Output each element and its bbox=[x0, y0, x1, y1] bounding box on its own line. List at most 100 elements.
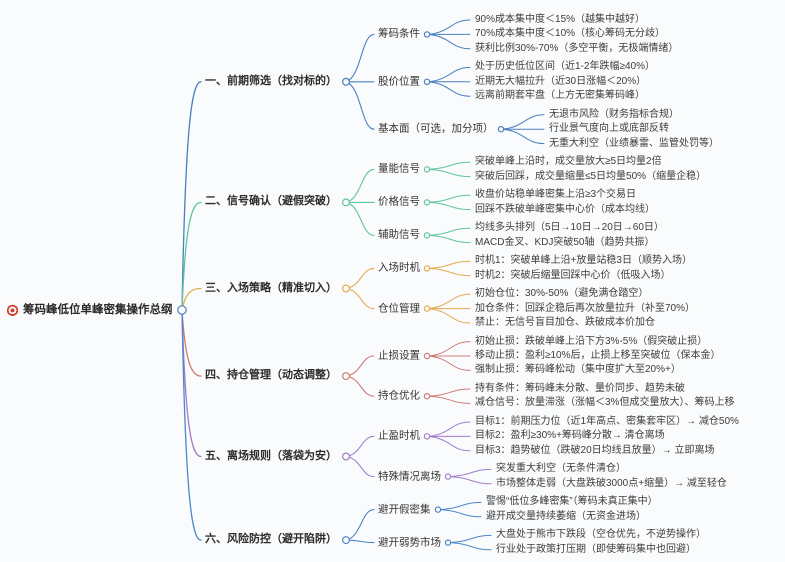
link-curve bbox=[345, 509, 375, 541]
leaf-label[interactable]: 回踩不跌破单峰密集中心价（成本均线） bbox=[475, 203, 655, 215]
leaf-label[interactable]: 收盘价站稳单峰密集上沿≥3个交易日 bbox=[475, 188, 637, 200]
branch-label[interactable]: 二、信号确认（避假突破） bbox=[205, 195, 337, 208]
collapse-toggle-icon[interactable] bbox=[342, 77, 351, 86]
collapse-toggle-icon[interactable] bbox=[342, 198, 351, 207]
link-curve bbox=[426, 388, 471, 397]
leaf-label[interactable]: 目标2：盈利≥30%+筹码峰分散→ 清仓离场 bbox=[475, 430, 665, 442]
collapse-toggle-icon[interactable] bbox=[342, 372, 351, 381]
collapse-toggle-icon[interactable] bbox=[342, 536, 351, 545]
link-curve bbox=[426, 168, 471, 178]
leaf-label[interactable]: 初始仓位：30%-50%（避免满仓踏空） bbox=[475, 287, 649, 299]
collapse-toggle-icon[interactable] bbox=[423, 393, 431, 400]
collapse-toggle-icon[interactable] bbox=[423, 433, 431, 440]
leaf-label[interactable]: 获利比例30%-70%（多空平衡，无极端情绪） bbox=[475, 42, 679, 54]
link-curve bbox=[426, 293, 471, 310]
leaf-label[interactable]: 时机1：突破单峰上沿+放量站稳3日（顺势入场） bbox=[475, 254, 692, 266]
link-curve bbox=[437, 509, 482, 518]
leaf-label[interactable]: 无重大利空（业绩暴雷、监管处罚等） bbox=[549, 137, 719, 149]
link-curve bbox=[345, 33, 375, 83]
leaf-label[interactable]: 避开成交量持续萎缩（无资金进场） bbox=[486, 510, 646, 522]
branch-label[interactable]: 五、离场规则（落袋为安） bbox=[205, 449, 337, 462]
link-curve bbox=[426, 81, 471, 97]
leaf-label[interactable]: 目标3：趋势破位（跌破20日均线且放量）→ 立即离场 bbox=[475, 444, 715, 456]
collapse-toggle-icon[interactable] bbox=[497, 125, 505, 133]
collapse-toggle-icon[interactable] bbox=[423, 265, 431, 272]
leaf-label[interactable]: 时机2：突破后缩量回踩中心价（低吸入场） bbox=[475, 269, 671, 281]
link-curve bbox=[181, 309, 202, 458]
subtopic-label[interactable]: 基本面（可选，加分项） bbox=[378, 122, 494, 135]
subtopic-label[interactable]: 辅助信号 bbox=[378, 228, 420, 241]
link-curve bbox=[426, 19, 471, 35]
leaf-label[interactable]: 突发重大利空（无条件清仓） bbox=[496, 463, 626, 475]
link-curve bbox=[426, 201, 471, 211]
collapse-toggle-icon[interactable] bbox=[342, 284, 351, 293]
link-curve bbox=[437, 501, 482, 511]
leaf-label[interactable]: 突破后回踩，成交量缩量≤5日均量50%（缩量企稳） bbox=[475, 170, 707, 182]
collapse-toggle-icon[interactable] bbox=[423, 31, 431, 38]
collapse-toggle-icon[interactable] bbox=[444, 539, 452, 546]
link-curve bbox=[426, 161, 471, 170]
collapse-toggle-icon[interactable] bbox=[444, 473, 452, 480]
leaf-label[interactable]: 行业景气度向上或底部反转 bbox=[549, 122, 669, 134]
collapse-toggle-icon[interactable] bbox=[423, 78, 431, 86]
link-curve bbox=[181, 81, 202, 311]
leaf-label[interactable]: 禁止：无信号盲目加仓、跌破成本价加仓 bbox=[475, 316, 655, 328]
subtopic-label[interactable]: 持仓优化 bbox=[378, 389, 420, 402]
collapse-toggle-icon[interactable] bbox=[423, 232, 431, 239]
subtopic-label[interactable]: 筹码条件 bbox=[378, 27, 420, 40]
leaf-label[interactable]: 移动止损：盈利≥10%后，止损上移至突破位（保本金） bbox=[475, 349, 721, 361]
collapse-toggle-icon[interactable] bbox=[423, 352, 431, 360]
leaf-label[interactable]: 目标1：前期压力位（近1年高点、密集套牢区）→ 减仓50% bbox=[475, 415, 739, 427]
leaf-label[interactable]: 警惕“低位多峰密集”（筹码未真正集中） bbox=[486, 496, 658, 508]
collapse-toggle-icon[interactable] bbox=[434, 506, 442, 513]
leaf-label[interactable]: 初始止损：跌破单峰上沿下方3%-5%（假突破止损） bbox=[475, 335, 708, 347]
subtopic-label[interactable]: 特殊情况离场 bbox=[378, 470, 441, 483]
subtopic-label[interactable]: 价格信号 bbox=[378, 195, 420, 208]
target-icon bbox=[6, 303, 19, 317]
leaf-label[interactable]: 远离前期套牢盘（上方无密集筹码峰） bbox=[475, 89, 645, 101]
leaf-label[interactable]: 90%成本集中度＜15%（越集中越好） bbox=[475, 13, 646, 25]
link-curve bbox=[426, 308, 471, 324]
leaf-label[interactable]: 近期无大幅拉升（近30日涨幅＜20%） bbox=[475, 75, 647, 87]
collapse-toggle-icon[interactable] bbox=[177, 305, 187, 315]
collapse-toggle-icon[interactable] bbox=[423, 199, 431, 206]
subtopic-label[interactable]: 避开假密集 bbox=[378, 503, 431, 516]
subtopic-label[interactable]: 止盈时机 bbox=[378, 429, 420, 442]
leaf-label[interactable]: 行业处于政策打压期（即使筹码集中也回避） bbox=[496, 543, 696, 555]
leaf-label[interactable]: 处于历史低位区间（近1-2年跌幅≥40%） bbox=[475, 61, 655, 73]
leaf-label[interactable]: 突破单峰上沿时，成交量放大≥5日均量2倍 bbox=[475, 155, 662, 167]
leaf-label[interactable]: MACD金叉、KDJ突破50轴（趋势共振） bbox=[475, 236, 655, 248]
leaf-label[interactable]: 70%成本集中度＜10%（核心筹码无分歧） bbox=[475, 28, 666, 40]
link-curve bbox=[426, 260, 471, 269]
leaf-label[interactable]: 大盘处于熊市下跌段（空仓优先，不逆势操作） bbox=[496, 529, 706, 541]
leaf-label[interactable]: 强制止损：筹码峰松动（集中度扩大至20%+） bbox=[475, 364, 681, 376]
link-curve bbox=[426, 395, 471, 404]
link-curve bbox=[345, 267, 375, 290]
collapse-toggle-icon[interactable] bbox=[342, 452, 351, 461]
branch-label[interactable]: 六、风险防控（避开陷阱） bbox=[205, 533, 337, 546]
leaf-label[interactable]: 减仓信号：放量滞涨（涨幅＜3%但成交量放大）、筹码上移 bbox=[475, 397, 735, 409]
leaf-label[interactable]: 市场整体走弱（大盘跌破3000点+缩量）→ 减至轻仓 bbox=[496, 477, 727, 489]
subtopic-label[interactable]: 仓位管理 bbox=[378, 302, 420, 315]
link-curve bbox=[426, 227, 471, 236]
link-curve bbox=[345, 168, 375, 203]
subtopic-label[interactable]: 避开弱势市场 bbox=[378, 536, 441, 549]
link-curve bbox=[345, 81, 375, 130]
leaf-label[interactable]: 无退市风险（财务指标合规） bbox=[549, 108, 679, 120]
branch-label[interactable]: 三、入场策略（精准切入） bbox=[205, 281, 337, 294]
subtopic-label[interactable]: 止损设置 bbox=[378, 349, 420, 362]
collapse-toggle-icon[interactable] bbox=[423, 305, 431, 312]
subtopic-label[interactable]: 股价位置 bbox=[378, 75, 420, 88]
leaf-label[interactable]: 加仓条件：回踩企稳后再次放量拉升（补至70%） bbox=[475, 302, 696, 314]
leaf-label[interactable]: 均线多头排列（5日→10日→20日→60日） bbox=[475, 221, 664, 233]
link-curve bbox=[345, 435, 375, 458]
subtopic-label[interactable]: 量能信号 bbox=[378, 162, 420, 175]
branch-label[interactable]: 四、持仓管理（动态调整） bbox=[205, 369, 337, 382]
link-curve bbox=[426, 66, 471, 83]
leaf-label[interactable]: 持有条件：筹码峰未分散、量价同步、趋势未破 bbox=[475, 382, 685, 394]
central-topic[interactable]: 筹码峰低位单峰密集操作总纲 bbox=[6, 303, 173, 317]
collapse-toggle-icon[interactable] bbox=[423, 166, 431, 173]
branch-label[interactable]: 一、前期筛选（找对标的） bbox=[205, 74, 337, 87]
link-curve bbox=[500, 114, 545, 130]
subtopic-label[interactable]: 入场时机 bbox=[378, 261, 420, 274]
